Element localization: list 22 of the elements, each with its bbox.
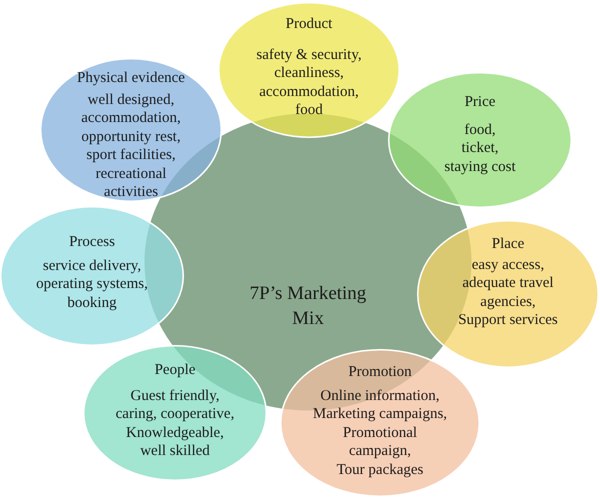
category-ellipse <box>0 206 184 346</box>
category-description: service delivery, operating systems, booking <box>36 256 148 312</box>
category-heading: Promotion <box>348 362 412 382</box>
category-ellipse <box>280 349 480 497</box>
category-ellipse <box>388 72 572 208</box>
category-heading: Physical evidence <box>77 68 185 88</box>
category-description: well designed, accommodation, opportunity rest, sport facilities, recreational activities <box>81 90 181 202</box>
center-label: 7P’s Marketing Mix <box>250 282 366 330</box>
category-description: Guest friendly, caring, cooperative, Knowledgeable, well skilled <box>116 386 234 461</box>
category-heading: Product <box>286 14 332 34</box>
category-ellipse <box>417 220 599 368</box>
category-description: food, ticket, staying cost <box>444 120 516 176</box>
category-heading: Process <box>69 232 115 252</box>
category-heading: People <box>154 360 196 380</box>
category-ellipse <box>218 2 400 138</box>
category-ellipse <box>83 345 267 481</box>
category-ellipse <box>40 58 222 202</box>
category-description: safety & security, cleanliness, accommodation, food <box>256 46 362 120</box>
category-heading: Price <box>464 92 496 112</box>
category-description: easy access, adequate travel agencies, Support services <box>458 256 558 330</box>
category-description: Online information, Marketing campaigns, Promotional campaign, Tour packages <box>312 386 448 480</box>
category-heading: Place <box>492 234 524 254</box>
